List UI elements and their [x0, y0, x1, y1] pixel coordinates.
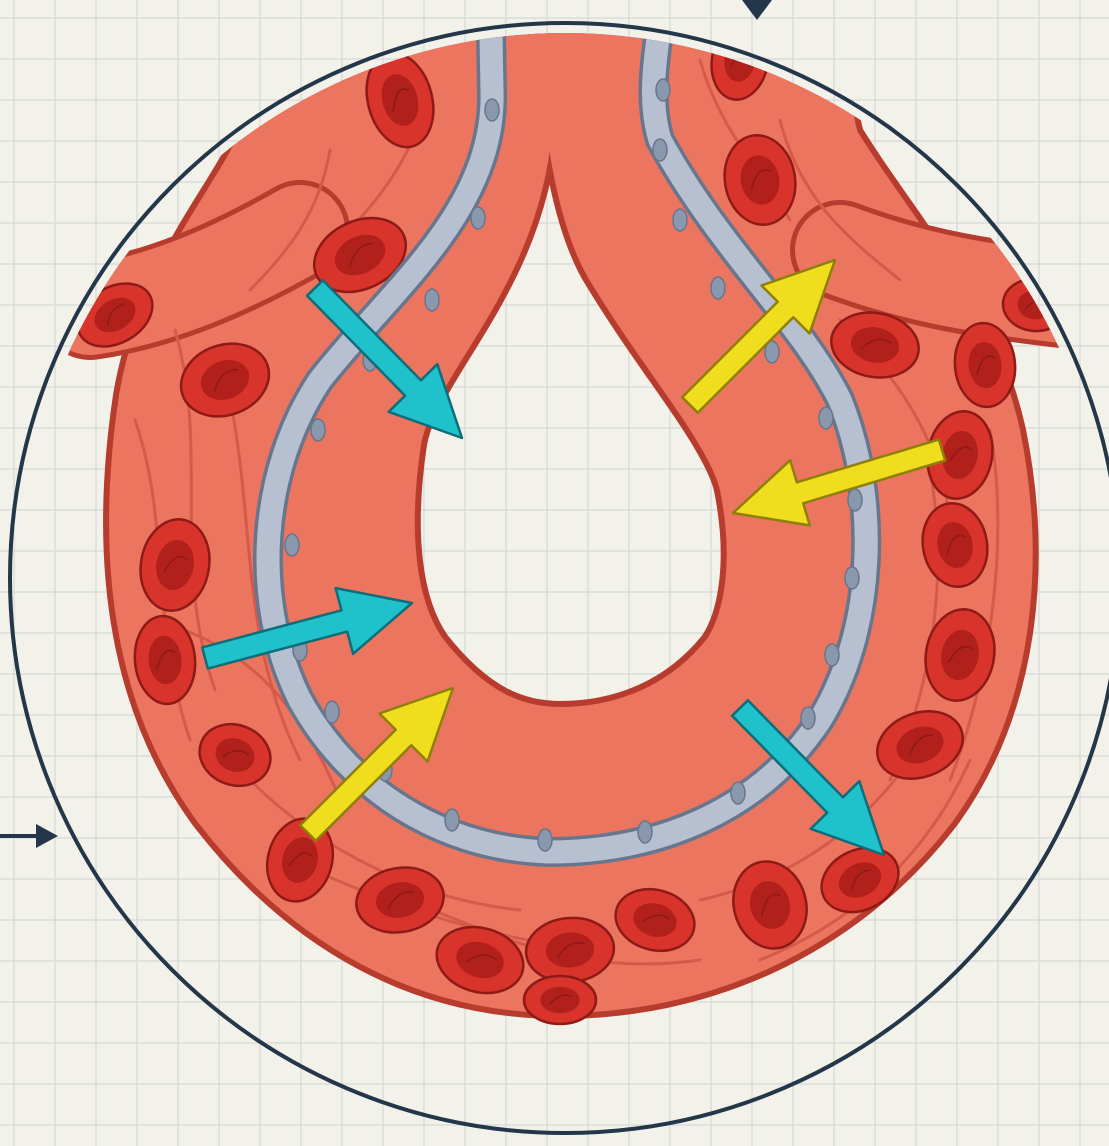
epithelial-cell-nucleus: [673, 209, 687, 231]
epithelial-cell-nucleus: [325, 701, 339, 723]
red-blood-cell-center: [540, 987, 580, 1013]
epithelial-cell-nucleus: [445, 809, 459, 831]
epithelial-cell-nucleus: [825, 644, 839, 666]
epithelial-cell-nucleus: [485, 99, 499, 121]
epithelial-cell-nucleus: [801, 707, 815, 729]
epithelial-cell-nucleus: [425, 289, 439, 311]
epithelial-cell-nucleus: [311, 419, 325, 441]
capillary-branch-right: [840, 250, 1080, 300]
triangle-down-icon: [742, 0, 772, 20]
epithelial-cell-nucleus: [538, 829, 552, 851]
epithelial-cell-nucleus: [285, 534, 299, 556]
epithelial-cell-nucleus: [656, 79, 670, 101]
epithelial-cell-nucleus: [711, 277, 725, 299]
epithelial-cell-nucleus: [638, 821, 652, 843]
epithelial-cell-nucleus: [819, 407, 833, 429]
epithelial-cell-nucleus: [471, 207, 485, 229]
epithelial-cell-nucleus: [653, 139, 667, 161]
epithelial-cell-nucleus: [731, 782, 745, 804]
epithelial-cell-nucleus: [848, 489, 862, 511]
capillary-vessel: [262, 0, 880, 860]
epithelial-cell-nucleus: [845, 567, 859, 589]
red-blood-cell: [524, 976, 596, 1024]
arrow-right-icon: [0, 824, 58, 848]
